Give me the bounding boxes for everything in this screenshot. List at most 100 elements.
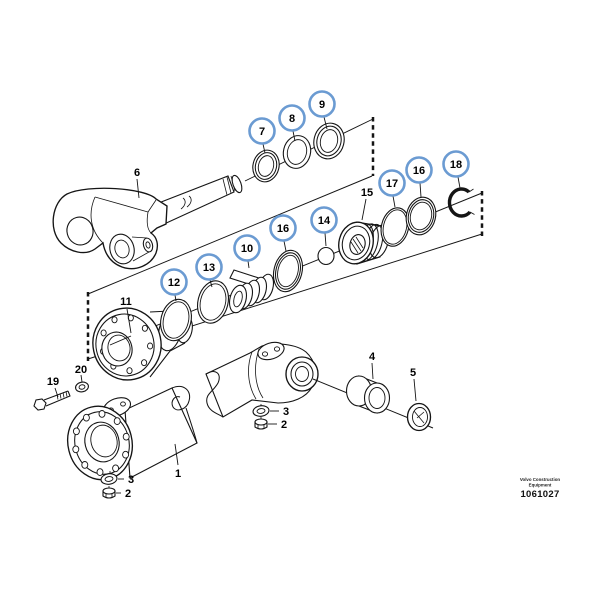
part-1-cylinder-barrel-flange-end (67, 385, 198, 489)
callout-4: 4 (369, 351, 376, 380)
part-4-bushing (345, 375, 391, 414)
callout-circle[interactable] (269, 214, 297, 242)
callout-14[interactable]: 14 (310, 206, 338, 247)
callout-leader-line (283, 240, 287, 252)
callout-19: 19 (47, 376, 59, 398)
callout-3: 3 (270, 406, 289, 418)
part-13-o-ring (196, 280, 230, 324)
part-2-plug-left (102, 487, 116, 499)
callout-leader-line (323, 116, 328, 130)
callout-leader-line (361, 198, 367, 221)
callout-number: 2 (281, 419, 287, 431)
callout-number: 17 (386, 178, 398, 190)
callout-number: 13 (203, 262, 215, 274)
callout-12[interactable]: 12 (160, 268, 188, 302)
part-15-piston (338, 221, 390, 265)
callout-leader-line (174, 443, 179, 466)
publisher-name-line2: Equipment (529, 483, 552, 488)
callout-number: 7 (259, 126, 265, 138)
callout-leader-line (80, 374, 83, 383)
callout-number: 8 (289, 113, 295, 125)
callout-number: 2 (125, 488, 131, 500)
callout-number: 3 (283, 406, 289, 418)
callout-number: 9 (319, 99, 325, 111)
callout-20: 20 (75, 364, 87, 383)
callout-number: 14 (318, 215, 331, 227)
callout-number: 12 (168, 277, 180, 289)
callout-8[interactable]: 8 (278, 104, 306, 142)
part-10-seal-pack (228, 269, 275, 314)
callout-leader-line (174, 294, 177, 302)
clevis-eye-hole (66, 216, 94, 246)
part-7-seal-ring (252, 149, 280, 183)
callout-number: 15 (361, 187, 373, 199)
callout-circle[interactable] (278, 104, 306, 132)
callout-number: 3 (128, 474, 134, 486)
callout-leader-line (292, 130, 296, 142)
part-18-circlip (447, 187, 475, 218)
part-5-seal-ring (406, 402, 432, 432)
part-17-o-ring (380, 207, 410, 247)
callout-number: 11 (120, 296, 132, 308)
callout-leader-line (126, 308, 132, 334)
callout-number: 1 (175, 468, 181, 480)
part-12-o-ring (160, 298, 192, 342)
callout-number: 10 (241, 243, 253, 255)
callout-leader-line (419, 182, 422, 198)
part-1-cylinder-barrel-head-end (205, 341, 319, 420)
callout-18[interactable]: 18 (442, 150, 470, 189)
part-16-seal-ring-right (405, 196, 437, 236)
callout-5: 5 (410, 367, 417, 402)
callout-leader-line (136, 178, 140, 199)
callout-leader-line (54, 387, 59, 398)
callout-10[interactable]: 10 (233, 234, 261, 269)
callout-15: 15 (361, 187, 373, 221)
callout-7[interactable]: 7 (248, 117, 276, 154)
callout-number: 20 (75, 364, 87, 376)
callout-leader-line (392, 195, 396, 208)
callout-circle[interactable] (160, 268, 188, 296)
part-8-backup-ring (282, 135, 312, 169)
part-16-seal-ring-left (272, 249, 304, 293)
callout-13[interactable]: 13 (195, 253, 223, 288)
part-2-plug-right (254, 418, 268, 430)
callout-leader-line (324, 232, 327, 247)
callout-6: 6 (134, 167, 140, 199)
callout-16[interactable]: 16 (269, 214, 297, 252)
callout-circle[interactable] (308, 90, 336, 118)
callout-number: 16 (413, 165, 425, 177)
callout-leader-line (457, 176, 461, 189)
callout-circle[interactable] (233, 234, 261, 262)
callout-number: 4 (369, 351, 376, 363)
part-14-check-ball (317, 246, 335, 266)
callout-circle[interactable] (248, 117, 276, 145)
callout-number: 6 (134, 167, 140, 179)
part-3-washer-left (100, 473, 118, 485)
callout-11: 11 (120, 296, 132, 334)
callout-number: 5 (410, 367, 416, 379)
callout-16[interactable]: 16 (405, 156, 433, 198)
callout-number: 16 (277, 223, 289, 235)
callout-number: 18 (450, 159, 462, 171)
callout-circle[interactable] (195, 253, 223, 281)
callout-9[interactable]: 9 (308, 90, 336, 130)
figure-number: 1061027 (520, 489, 559, 500)
callout-circle[interactable] (442, 150, 470, 178)
part-6-piston-rod-clevis (52, 174, 243, 270)
callout-1: 1 (174, 443, 181, 480)
callout-3: 3 (118, 474, 134, 486)
callout-leader-line (371, 362, 374, 380)
part-3-washer-right (252, 405, 270, 417)
callout-leader-line (209, 279, 213, 288)
callout-2: 2 (116, 488, 131, 500)
callout-circle[interactable] (405, 156, 433, 184)
callout-number: 19 (47, 376, 59, 388)
callout-circle[interactable] (378, 169, 406, 197)
callout-2: 2 (268, 419, 287, 431)
callout-circle[interactable] (310, 206, 338, 234)
callout-17[interactable]: 17 (378, 169, 406, 208)
callout-leader-line (262, 143, 266, 154)
title-block: Volvo Construction Equipment 1061027 (520, 477, 560, 500)
